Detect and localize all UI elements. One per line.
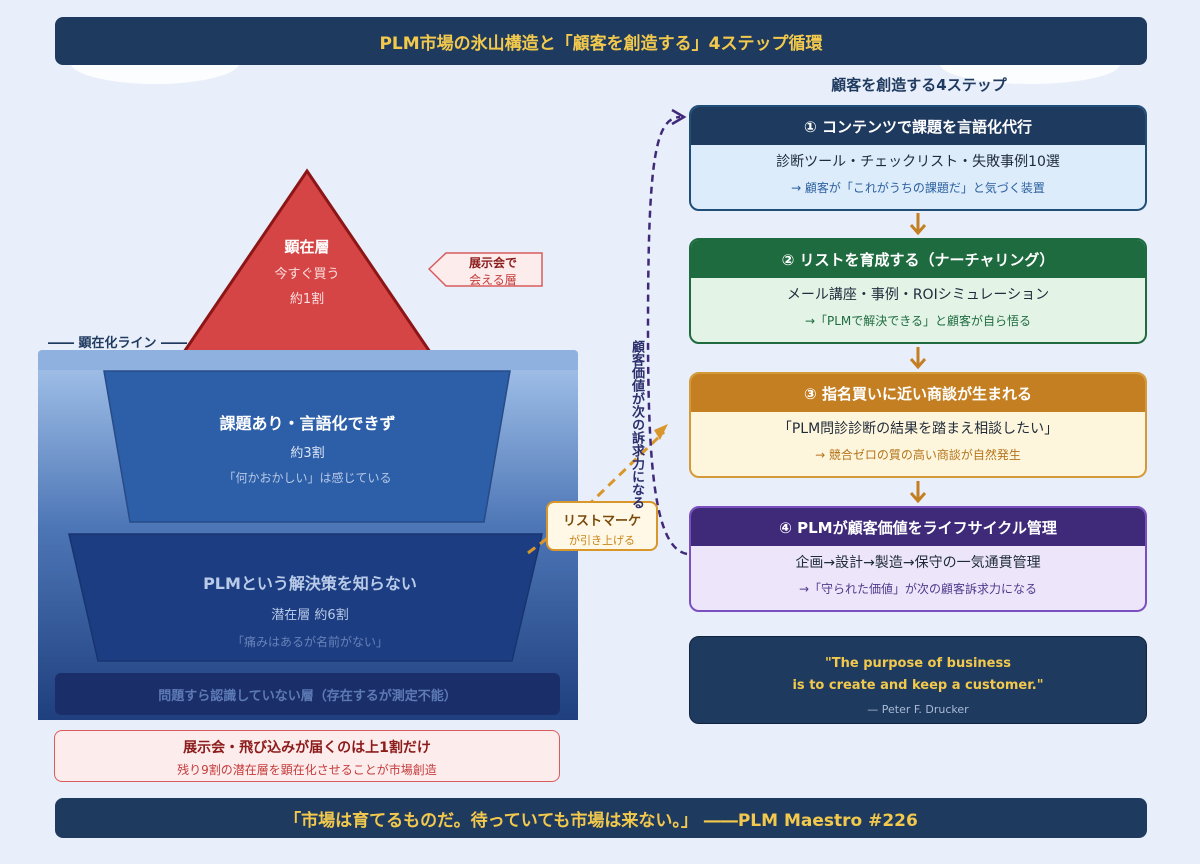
step-4-title: ④ PLMが顧客価値をライフサイクル管理 xyxy=(691,508,1145,546)
step-2-title: ② リストを育成する（ナーチャリング） xyxy=(691,240,1145,278)
iceberg-middle-tier xyxy=(103,370,511,523)
tip-title: 顕在層 xyxy=(284,238,330,256)
footer-slogan: 「市場は育てるものだ。待っていても市場は来ない。」 ――PLM Maestro … xyxy=(55,798,1147,838)
arrow-down-icon xyxy=(909,213,927,236)
step-1-sub: → 顧客が「これがうちの課題だ」と気づく装置 xyxy=(791,181,1045,195)
step-4-body: 企画→設計→製造→保守の一気通貫管理 xyxy=(795,555,1041,571)
unaware-layer-band: 問題すら認識していない層（存在するが測定不能） xyxy=(55,673,560,715)
lower-line2: 「痛みはあるが名前がない」 xyxy=(231,635,388,649)
expo-callout-shape xyxy=(428,252,543,287)
step-1-card: ① コンテンツで課題を言語化代行 診断ツール・チェックリスト・失敗事例10選 →… xyxy=(689,105,1147,211)
step-2-body: メール講座・事例・ROIシミュレーション xyxy=(786,287,1050,303)
middle-tier-text: 課題あり・言語化できず 約3割 「何かおかしい」は感じている xyxy=(130,410,485,486)
step-4-card: ④ PLMが顧客価値をライフサイクル管理 企画→設計→製造→保守の一気通貫管理 … xyxy=(689,506,1147,612)
arrow-down-icon xyxy=(909,347,927,370)
step-3-title: ③ 指名買いに近い商談が生まれる xyxy=(691,374,1145,412)
note-line2: 残り9割の潜在層を顕在化させることが市場創造 xyxy=(177,763,437,777)
surface-line-label: ―― 顕在化ライン ―― xyxy=(48,336,188,351)
lower-tier-text: PLMという解決策を知らない 潜在層 約6割 「痛みはあるが名前がない」 xyxy=(110,570,510,650)
lower-line1: 潜在層 約6割 xyxy=(271,608,349,623)
quote-line2: is to create and keep a customer." xyxy=(792,678,1044,693)
step-2-sub: →「PLMで解決できる」と顧客が自ら悟る xyxy=(804,314,1032,328)
step-1-title: ① コンテンツで課題を言語化代行 xyxy=(691,107,1145,145)
loop-label: 顧客価値が次の訴求力になる xyxy=(629,340,644,509)
note-line1: 展示会・飛び込みが届くのは上1割だけ xyxy=(183,740,431,756)
arrow-down-icon xyxy=(909,481,927,504)
tip-line2: 約1割 xyxy=(289,292,325,307)
quote-author: — Peter F. Drucker xyxy=(867,703,969,716)
tip-line1: 今すぐ買う xyxy=(274,267,340,282)
water-surface xyxy=(38,350,578,370)
iceberg-tip-text: 顕在層 今すぐ買う 約1割 xyxy=(230,236,384,307)
iceberg-lower-tier xyxy=(68,533,543,662)
list-callout-line1: リストマーケ xyxy=(562,514,641,529)
step-1-body: 診断ツール・チェックリスト・失敗事例10選 xyxy=(776,154,1060,170)
step-2-card: ② リストを育成する（ナーチャリング） メール講座・事例・ROIシミュレーション… xyxy=(689,238,1147,344)
step-3-body: 「PLM問診診断の結果を踏まえ相談したい」 xyxy=(777,421,1059,437)
expo-callout-text: 展示会で 会える層 xyxy=(448,254,538,288)
step-3-sub: → 競合ゼロの質の高い商談が自然発生 xyxy=(815,448,1021,462)
middle-line2: 「何かおかしい」は感じている xyxy=(223,471,392,485)
step-4-sub: →「守られた価値」が次の顧客訴求力になる xyxy=(798,582,1038,596)
expo-callout-line1: 展示会で xyxy=(468,256,517,270)
step-3-card: ③ 指名買いに近い商談が生まれる 「PLM問診診断の結果を踏まえ相談したい」 →… xyxy=(689,372,1147,478)
drucker-quote: "The purpose of business is to create an… xyxy=(689,636,1147,724)
list-callout-line2: が引き上げる xyxy=(569,534,635,547)
list-marketing-callout: リストマーケ が引き上げる xyxy=(546,501,658,551)
quote-line1: "The purpose of business xyxy=(825,656,1011,671)
middle-line1: 約3割 xyxy=(290,446,325,461)
expo-callout-line2: 会える層 xyxy=(469,273,517,287)
middle-title: 課題あり・言語化できず xyxy=(219,414,396,433)
lower-title: PLMという解決策を知らない xyxy=(203,574,417,593)
market-creation-note: 展示会・飛び込みが届くのは上1割だけ 残り9割の潜在層を顕在化させることが市場創… xyxy=(54,730,560,782)
page-title: PLM市場の氷山構造と「顧客を創造する」4ステップ循環 xyxy=(55,17,1147,65)
steps-heading: 顧客を創造する4ステップ xyxy=(831,76,1007,94)
